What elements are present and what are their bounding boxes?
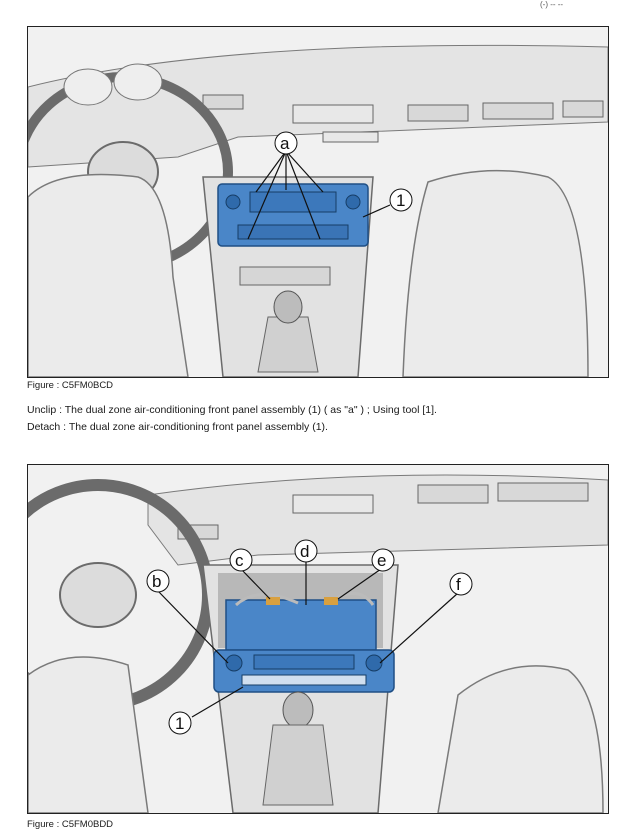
instruction-unclip: Unclip : The dual zone air-conditioning … [27,404,437,416]
callout-e-label: e [377,551,386,570]
figure-1-illustration: a 1 [28,27,608,377]
figure-1: a 1 [27,26,609,378]
callout-b-label: b [152,572,161,591]
figure-2: b c d e f 1 [27,464,609,814]
figure-2-caption: Figure : C5FM0BDD [27,819,114,830]
figure-2-illustration: b c d e f 1 [28,465,608,813]
callout-1-label: 1 [396,191,405,210]
callout-f-label: f [456,575,461,594]
page-header: (-) -- -- [540,0,564,9]
callout-1-label-fig2: 1 [175,714,184,733]
instruction-detach: Detach : The dual zone air-conditioning … [27,421,328,433]
callout-c-label: c [235,551,244,570]
figure-1-caption: Figure : C5FM0BCD [27,380,114,391]
callout-d-label: d [300,542,309,561]
callout-a-label: a [280,134,290,153]
